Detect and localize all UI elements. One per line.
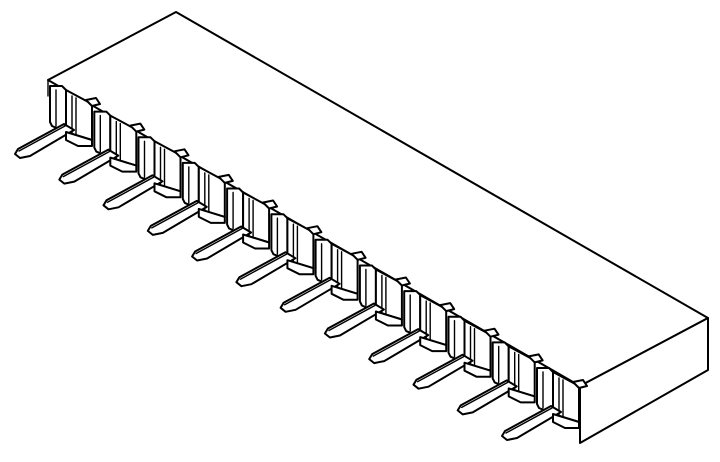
pin-foot — [412, 353, 474, 390]
latch-tab — [527, 353, 544, 364]
pin-foot — [235, 251, 297, 288]
pin-foot-edge — [195, 227, 243, 255]
pin — [456, 341, 544, 416]
pin-base — [552, 413, 580, 429]
pin-foot — [14, 123, 75, 159]
pin-foot — [323, 302, 385, 339]
pin-foot-edge — [461, 381, 509, 409]
latch-tab — [483, 327, 500, 338]
pin-base — [330, 284, 359, 301]
pin-base — [197, 207, 226, 224]
pin-base — [507, 387, 536, 404]
pin-foot — [368, 328, 430, 365]
pin-foot-edge — [416, 355, 465, 383]
pin-base — [109, 156, 138, 173]
pin-row — [14, 85, 588, 441]
pin-base — [153, 182, 182, 199]
pin-foot-edge — [372, 330, 420, 357]
latch-tab — [572, 379, 588, 389]
pin-foot — [102, 174, 164, 211]
pin — [235, 213, 323, 288]
pin-base — [419, 336, 448, 353]
latch-tab — [173, 148, 190, 159]
latch-tab — [262, 199, 279, 210]
latch-tab — [129, 122, 146, 133]
pin-base — [242, 233, 271, 250]
latch-tab — [85, 97, 101, 107]
pin-foot-edge — [62, 150, 110, 178]
pin-base — [374, 310, 403, 327]
pin-foot — [456, 379, 518, 416]
pin-base — [463, 361, 492, 378]
pin — [323, 264, 411, 339]
pin-foot-edge — [283, 279, 332, 306]
pin — [368, 290, 456, 365]
pin — [279, 238, 367, 313]
pin — [412, 315, 500, 390]
latch-tab — [439, 302, 456, 313]
housing-body — [47, 11, 709, 444]
pin — [14, 85, 101, 159]
pin — [102, 136, 190, 211]
pin-foot-edge — [151, 202, 199, 229]
pin-foot — [501, 405, 562, 441]
pin-base — [65, 131, 93, 147]
latch-tab — [350, 250, 367, 261]
pin-foot — [279, 276, 341, 313]
pin-foot-edge — [18, 125, 66, 152]
pin-base — [286, 259, 315, 276]
latch-tab — [394, 276, 411, 287]
pin-foot — [146, 199, 208, 236]
latch-tab — [306, 225, 323, 236]
pin — [146, 161, 234, 236]
pin-foot-edge — [239, 253, 288, 280]
pin-foot-edge — [505, 407, 553, 434]
latch-tab — [217, 173, 234, 184]
pin-foot — [58, 148, 120, 185]
pin-foot-edge — [328, 304, 376, 332]
pin-foot — [191, 225, 253, 262]
pin — [58, 110, 146, 185]
pin-foot-edge — [106, 176, 155, 203]
housing-top-face — [47, 11, 709, 387]
pin — [191, 187, 279, 262]
pin — [501, 367, 588, 441]
